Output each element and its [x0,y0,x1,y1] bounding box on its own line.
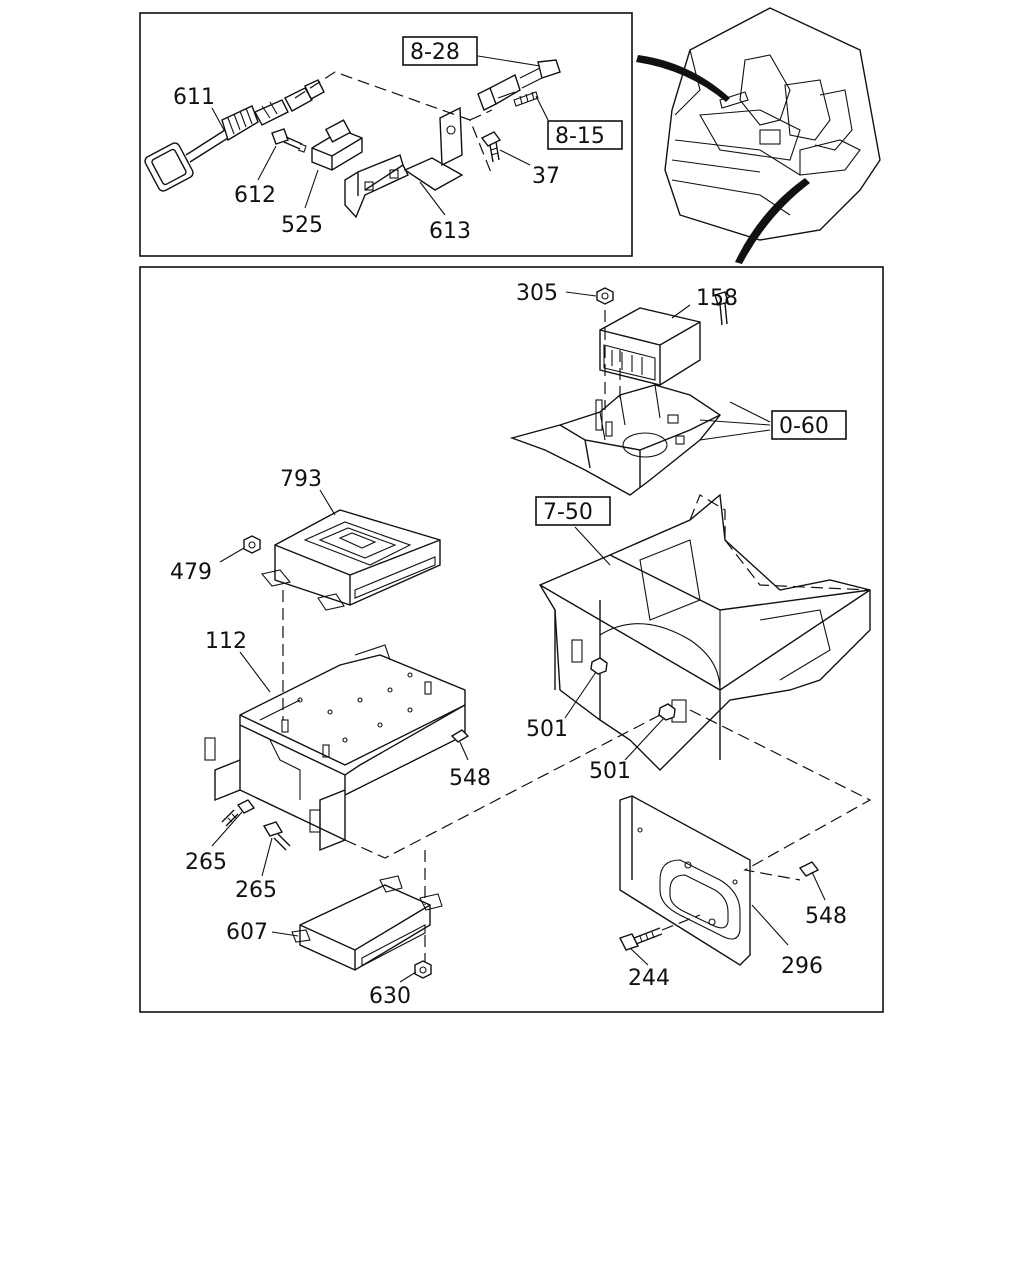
callout-305: 305 [516,281,558,306]
clip-548a [450,729,470,743]
mounting-bracket [509,291,729,496]
callout-244: 244 [628,966,670,991]
nut-630 [414,960,432,979]
ref-label-0-60: 0-60 [779,414,829,439]
ref-label-8-28: 8-28 [410,40,460,65]
bolt-612 [271,128,307,153]
ref-box-8-28[interactable]: 8-28 [402,36,478,66]
callout-611: 611 [173,85,215,110]
ref-box-0-60[interactable]: 0-60 [771,410,847,440]
holder-525 [311,119,363,171]
switch-assembly [477,59,561,111]
ref-box-7-50[interactable]: 7-50 [535,496,611,526]
screw-37 [480,131,502,163]
bracket-112 [204,644,466,852]
callout-525: 525 [281,213,323,238]
ref-label-7-50: 7-50 [543,500,593,525]
callout-296: 296 [781,954,823,979]
main-frame [139,266,884,1013]
assembly-leader-dash [344,714,661,859]
callout-265-right: 265 [235,878,277,903]
ref-label-8-15: 8-15 [555,124,605,149]
ref-box-8-15[interactable]: 8-15 [547,120,623,150]
bracket-613 [344,106,464,219]
callout-158: 158 [696,286,738,311]
connector-harness-611 [144,79,325,192]
nut-501a [590,657,608,675]
controller-158 [599,307,701,386]
controller-607 [291,875,443,971]
callout-612: 612 [234,183,276,208]
callout-607: 607 [226,920,268,945]
screw-265a [221,799,256,827]
callout-501-upper: 501 [526,717,568,742]
bolt-244 [619,927,663,951]
cab-thumbnail [636,7,881,264]
nut-479 [243,535,261,554]
cover-296 [619,795,751,966]
floor-frame [538,493,871,771]
inset-leader-dash [294,71,493,176]
clip-548b [798,861,820,877]
callout-630: 630 [369,984,411,1009]
ecu-793 [260,509,441,611]
nut-305 [596,287,614,305]
callout-501-lower: 501 [589,759,631,784]
callout-548-right: 548 [805,904,847,929]
callout-37: 37 [532,164,560,189]
callout-613: 613 [429,219,471,244]
callout-479: 479 [170,560,212,585]
callout-112: 112 [205,629,247,654]
callout-265-left: 265 [185,850,227,875]
top-inset-frame [139,12,633,257]
callout-548-left: 548 [449,766,491,791]
screw-265b [262,821,291,851]
callout-793: 793 [280,467,322,492]
